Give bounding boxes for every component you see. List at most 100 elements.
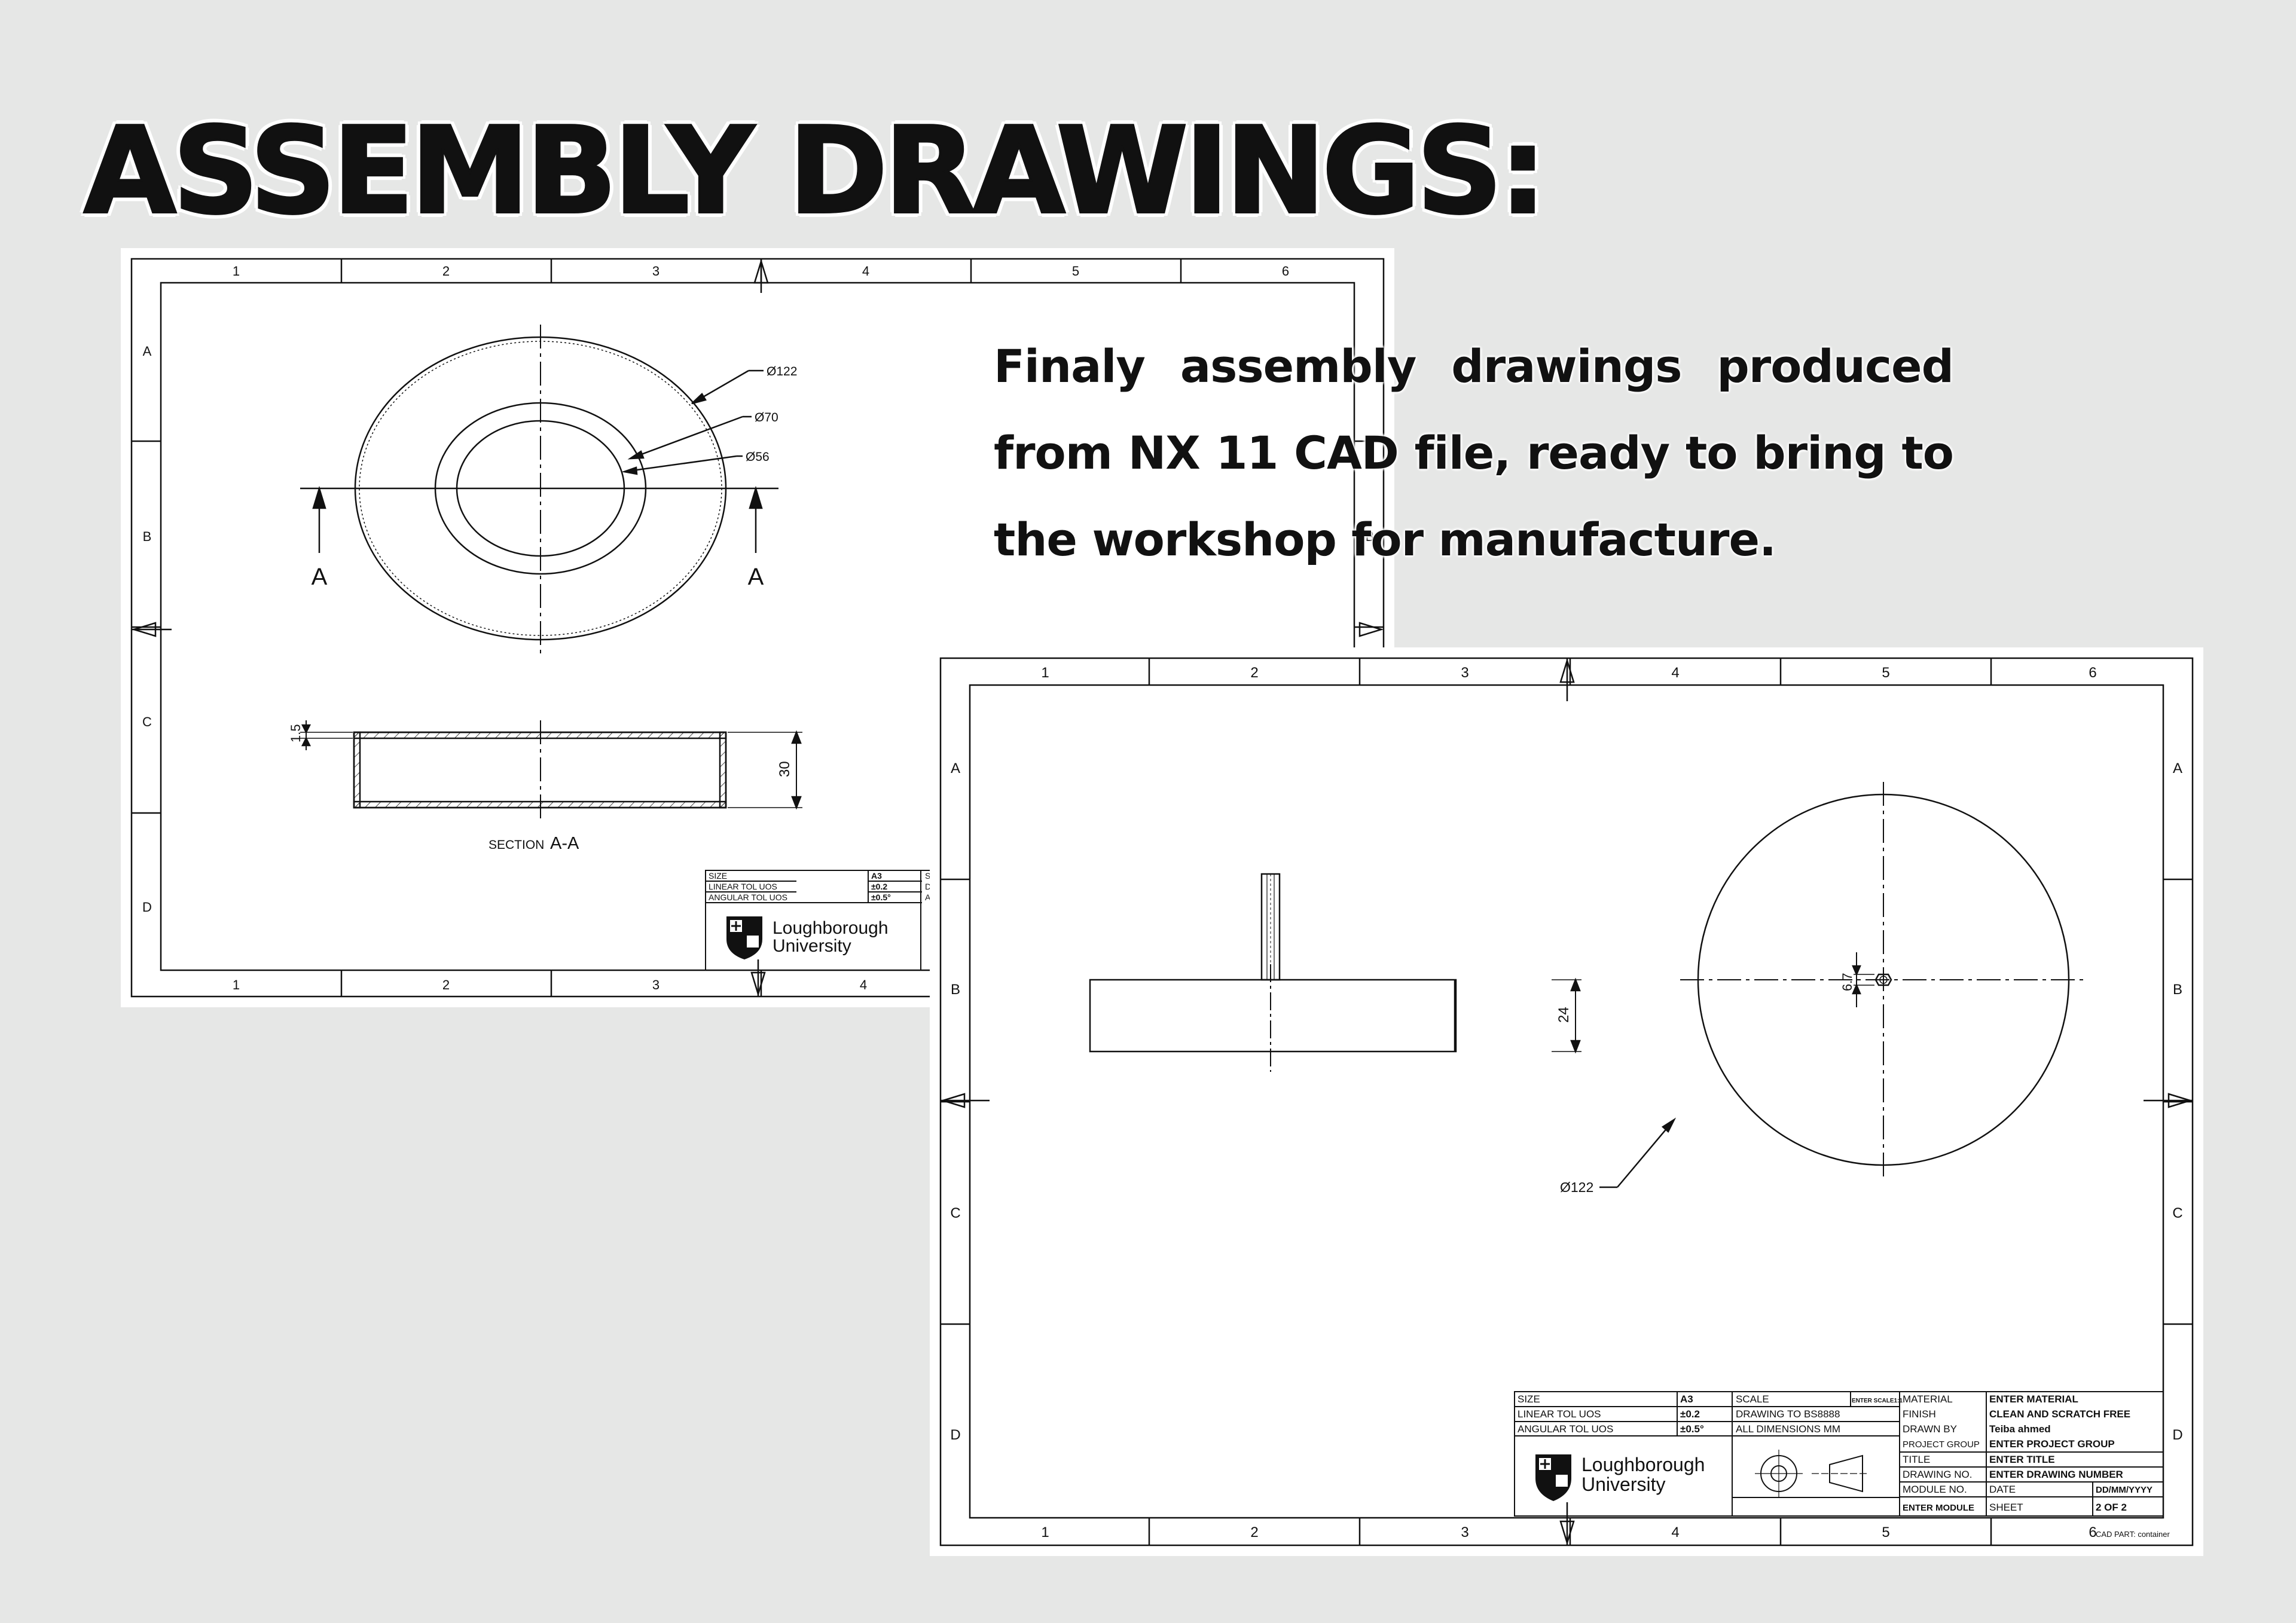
tb2-linear-value: ±0.2 [1680, 1408, 1700, 1420]
tb2-drawn-label: DRAWN BY [1903, 1423, 1957, 1435]
tb2-angular-value: ±0.5° [1680, 1423, 1704, 1435]
section-title-prefix: SECTION [488, 838, 544, 852]
drawing-sheet-section-view: 1 2 3 4 5 6 1 2 3 4 A B C D B [127, 254, 1388, 1001]
tb1-size-value: A3 [871, 871, 882, 881]
tb2-angular-label: ANGULAR TOL UOS [1518, 1423, 1613, 1435]
d2-zone-col-4: 4 [1671, 665, 1679, 681]
dim-diameter-56: Ø56 [746, 450, 770, 464]
tb2-drawing-no-label: DRAWING NO. [1903, 1469, 1972, 1480]
description-text: Finaly assembly drawings produced from N… [994, 340, 1954, 566]
dim-diameter-122-plan: Ø122 [1560, 1179, 1593, 1195]
d2-zone-col-4-bottom: 4 [1671, 1524, 1679, 1541]
tb2-scale-label: SCALE [1736, 1393, 1769, 1405]
tb1-angular-label: ANGULAR TOL UOS [709, 893, 787, 902]
drawing-sheet-assembly-views: 1 2 3 4 5 6 1 2 3 4 5 6 A B C D A B C D [936, 653, 2197, 1550]
plan-view [1599, 782, 2084, 1188]
university-crest-icon [1535, 1454, 1571, 1501]
tb1-angular-value: ±0.5° [871, 893, 891, 902]
section-view [300, 720, 802, 819]
zone-col-4-bottom: 4 [860, 977, 867, 992]
zone-col-6: 6 [1282, 264, 1289, 279]
d2-zone-col-3-bottom: 3 [1461, 1524, 1468, 1541]
tb2-finish-value: CLEAN AND SCRATCH FREE [1989, 1408, 2130, 1420]
zone-col-3: 3 [652, 264, 660, 279]
dim-height-24: 24 [1556, 1007, 1572, 1023]
top-view [300, 325, 778, 653]
tb1-all-prefix: AL [925, 893, 935, 902]
dim-thickness-1-5: 1.5 [288, 724, 303, 742]
page-title: ASSEMBLY DRAWINGS: [83, 100, 1548, 242]
d2-zone-row-c-right: C [2172, 1205, 2182, 1221]
d2-zone-col-2-bottom: 2 [1250, 1524, 1258, 1541]
tb2-sheet-value: 2 OF 2 [2096, 1502, 2127, 1513]
tb2-scale-value: ENTER SCALE1:1 [1852, 1398, 1903, 1404]
tb2-logo-line1: Loughborough [1581, 1454, 1705, 1475]
tb1-scale-label: SC [925, 871, 936, 881]
tb1-linear-value: ±0.2 [871, 882, 887, 891]
inner-border-2 [969, 684, 2164, 1519]
tb2-date-value: DD/MM/YYYY [2096, 1485, 2152, 1495]
tb2-all-dims: ALL DIMENSIONS MM [1736, 1423, 1840, 1435]
tb2-size-value: A3 [1680, 1393, 1693, 1405]
zone-col-2: 2 [442, 264, 450, 279]
d2-zone-row-d-right: D [2172, 1427, 2182, 1443]
zone-row-a: A [143, 344, 152, 359]
tb1-drawing-prefix: DF [925, 882, 936, 891]
tb2-linear-label: LINEAR TOL UOS [1518, 1408, 1601, 1420]
tb1-linear-label: LINEAR TOL UOS [709, 882, 777, 891]
d2-zone-col-6: 6 [2089, 665, 2096, 681]
tb2-project-value: ENTER PROJECT GROUP [1989, 1438, 2115, 1450]
zone-row-d: D [142, 900, 152, 915]
dim-height-30: 30 [777, 761, 793, 777]
tb1-logo-line2: University [773, 936, 851, 956]
d2-zone-col-6-bottom: 6 [2089, 1524, 2096, 1541]
title-block-2 [1514, 1391, 2164, 1517]
d2-zone-col-2: 2 [1250, 665, 1258, 681]
zone-col-5: 5 [1072, 264, 1079, 279]
university-crest-icon [726, 916, 762, 959]
zone-col-2-bottom: 2 [442, 977, 450, 992]
d2-zone-col-1-bottom: 1 [1041, 1524, 1049, 1541]
tb2-drawing-no-value: ENTER DRAWING NUMBER [1989, 1469, 2123, 1480]
d2-zone-col-3: 3 [1461, 665, 1468, 681]
zone-col-1-bottom: 1 [233, 977, 240, 992]
d2-zone-col-5-bottom: 5 [1882, 1524, 1889, 1541]
tb2-drawn-value: Teiba ahmed [1989, 1423, 2051, 1435]
dim-diameter-6-7: 6.7 [1840, 973, 1855, 991]
d2-zone-row-a-right: A [2173, 760, 2182, 777]
tb2-module-no-label: MODULE NO. [1903, 1484, 1967, 1495]
d2-zone-row-a: A [951, 760, 960, 777]
tb1-size-label: SIZE [709, 871, 727, 881]
tb2-title-label: TITLE [1903, 1454, 1930, 1465]
d2-zone-col-5: 5 [1882, 665, 1889, 681]
dim-diameter-122: Ø122 [767, 365, 797, 378]
tb2-material-value: ENTER MATERIAL [1989, 1393, 2078, 1405]
zone-col-4: 4 [862, 264, 869, 279]
tb2-finish-label: FINISH [1903, 1408, 1936, 1420]
section-label-left: A [312, 564, 328, 590]
tb2-drawing-to: DRAWING TO BS8888 [1736, 1408, 1840, 1420]
drawing-1-canvas: 1 2 3 4 5 6 1 2 3 4 A B C D B [130, 258, 1385, 998]
dim-diameter-70: Ø70 [755, 411, 778, 424]
d2-zone-row-c: C [950, 1205, 960, 1221]
zone-row-c: C [142, 714, 152, 729]
section-label-right: A [748, 564, 764, 590]
zone-row-b: B [143, 529, 152, 544]
tb2-size-label: SIZE [1518, 1393, 1540, 1405]
tb2-title-value: ENTER TITLE [1989, 1454, 2055, 1465]
d2-zone-col-1: 1 [1041, 665, 1049, 681]
cad-part-label: CAD PART: container [2096, 1530, 2170, 1539]
tb2-project-label: PROJECT GROUP [1903, 1439, 1980, 1450]
section-title: A-A [550, 834, 579, 853]
d2-zone-row-d: D [950, 1427, 960, 1443]
zone-col-3-bottom: 3 [652, 977, 660, 992]
zone-col-1: 1 [233, 264, 240, 279]
tb2-date-label: DATE [1989, 1484, 2016, 1495]
tb2-logo-line2: University [1581, 1474, 1665, 1495]
tb1-logo-line1: Loughborough [773, 918, 889, 938]
zone-row-b-right: B [1366, 529, 1375, 544]
tb2-sheet-label: SHEET [1989, 1502, 2023, 1513]
tb2-enter-module: ENTER MODULE [1903, 1503, 1974, 1513]
tb2-material-label: MATERIAL [1903, 1393, 1953, 1405]
d2-zone-row-b: B [951, 982, 960, 998]
